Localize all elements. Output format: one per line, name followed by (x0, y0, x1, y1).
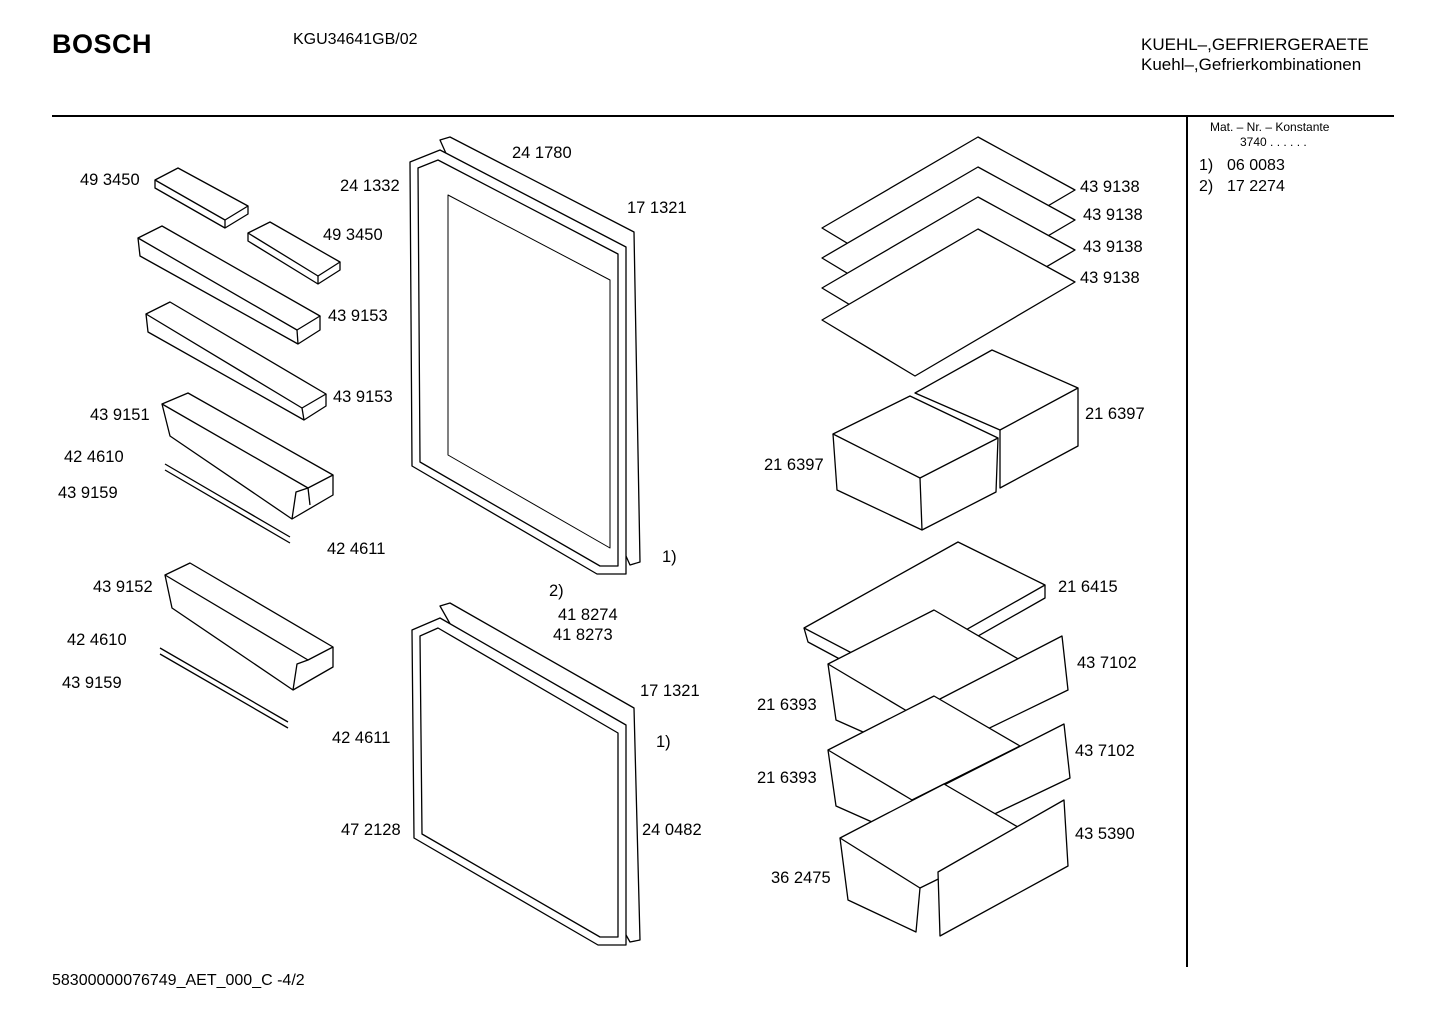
freezer-door-part (411, 602, 641, 946)
part-number-label: 1) (656, 733, 671, 751)
butter-tray-part (247, 221, 341, 285)
part-number-label: 36 2475 (771, 869, 831, 887)
bottle-shelf-part (161, 392, 334, 520)
document-id: 58300000076749_AET_000_C -4/2 (52, 972, 305, 989)
part-number-label: 43 7102 (1075, 742, 1135, 760)
category-title: KUEHL–,GEFRIERGERAETE (1141, 35, 1369, 54)
part-number-label: 43 9152 (93, 578, 153, 596)
retainer-bar-part (159, 463, 291, 729)
brand-logo: BOSCH (52, 29, 153, 59)
glass-shelf-part (821, 228, 1076, 377)
part-number-label: 41 8273 (553, 626, 613, 644)
fridge-door-part (409, 136, 641, 575)
part-number-label: 43 9153 (333, 388, 393, 406)
freezer-drawer-part (839, 783, 1069, 937)
part-number-label: 49 3450 (323, 226, 383, 244)
part-number-label: 43 9138 (1080, 178, 1140, 196)
model-number: KGU34641GB/02 (293, 31, 418, 48)
part-number-label: 43 9159 (58, 484, 118, 502)
part-number-label: 43 9159 (62, 674, 122, 692)
part-number-label: 41 8274 (558, 606, 618, 624)
part-number-label: 21 6397 (764, 456, 824, 474)
door-shelf-part (137, 225, 321, 345)
part-number-label: 21 6393 (757, 769, 817, 787)
crisper-drawer-part (914, 349, 1079, 489)
part-number-label: 24 1332 (340, 177, 400, 195)
note-key: 2) (1199, 178, 1214, 195)
part-number-label: 21 6415 (1058, 578, 1118, 596)
header-divider (52, 115, 1394, 117)
part-number-label: 21 6393 (757, 696, 817, 714)
part-number-label: 43 9151 (90, 406, 150, 424)
part-number-label: 17 1321 (640, 682, 700, 700)
part-number-label: 43 7102 (1077, 654, 1137, 672)
part-number-label: 24 1780 (512, 144, 572, 162)
part-number-label: 42 4610 (67, 631, 127, 649)
part-number-label: 2) (549, 582, 564, 600)
note-value: 17 2274 (1227, 178, 1285, 195)
door-shelf-part (145, 301, 327, 421)
part-number-label: 47 2128 (341, 821, 401, 839)
butter-tray-part (154, 167, 249, 229)
part-number-label: 43 9138 (1080, 269, 1140, 287)
part-number-label: 43 9138 (1083, 238, 1143, 256)
part-number-label: 43 9138 (1083, 206, 1143, 224)
part-number-label: 43 5390 (1075, 825, 1135, 843)
part-number-label: 42 4610 (64, 448, 124, 466)
mat-nr-value: 3740 . . . . . . (1240, 135, 1307, 149)
mat-nr-heading: Mat. – Nr. – Konstante (1210, 120, 1330, 134)
part-number-label: 42 4611 (332, 729, 391, 747)
part-number-label: 49 3450 (80, 171, 140, 189)
part-number-label: 1) (662, 548, 677, 566)
category-subtitle: Kuehl–,Gefrierkombinationen (1141, 55, 1362, 74)
part-number-label: 17 1321 (627, 199, 687, 217)
note-value: 06 0083 (1227, 157, 1285, 174)
side-panel-divider (1186, 117, 1188, 967)
part-number-label: 43 9153 (328, 307, 388, 325)
bottle-shelf-part (164, 562, 334, 691)
part-number-label: 42 4611 (327, 540, 386, 558)
crisper-drawer-part (832, 395, 999, 531)
note-key: 1) (1199, 157, 1214, 174)
part-number-label: 21 6397 (1085, 405, 1145, 423)
part-number-label: 24 0482 (642, 821, 702, 839)
